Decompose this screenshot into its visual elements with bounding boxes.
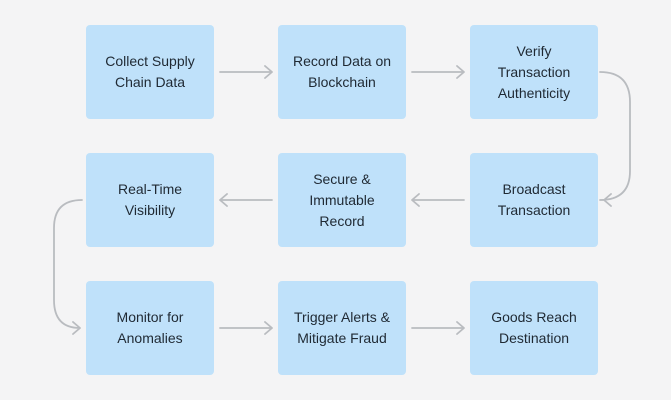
- arrow-s4-s5: [411, 193, 465, 207]
- step-label: Real-Time Visibility: [117, 181, 183, 218]
- step-real-time-visibility: Real-Time Visibility: [86, 153, 214, 247]
- arrow-s3-s4: [599, 71, 631, 207]
- arrow-s6-s7: [53, 199, 83, 335]
- step-label: Collect Supply Chain Data: [105, 53, 195, 90]
- step-label: Record Data on Blockchain: [292, 53, 392, 90]
- step-label: Broadcast Transaction: [497, 181, 571, 218]
- step-broadcast-transaction: Broadcast Transaction: [470, 153, 598, 247]
- arrow-s7-s8: [219, 321, 273, 335]
- step-monitor-for-anomalies: Monitor for Anomalies: [86, 281, 214, 375]
- step-label: Verify Transaction Authenticity: [497, 42, 571, 101]
- step-label: Monitor for Anomalies: [116, 309, 184, 346]
- step-secure-immutable-record: Secure & Immutable Record: [278, 153, 406, 247]
- step-trigger-alerts-mitigate-fraud: Trigger Alerts & Mitigate Fraud: [278, 281, 406, 375]
- arrow-s2-s3: [411, 65, 465, 79]
- arrow-s8-s9: [411, 321, 465, 335]
- arrow-s1-s2: [219, 65, 273, 79]
- arrow-s5-s6: [219, 193, 273, 207]
- step-record-data-on-blockchain: Record Data on Blockchain: [278, 25, 406, 119]
- step-goods-reach-destination: Goods Reach Destination: [470, 281, 598, 375]
- step-label: Trigger Alerts & Mitigate Fraud: [294, 309, 390, 346]
- step-verify-transaction-authenticity: Verify Transaction Authenticity: [470, 25, 598, 119]
- step-label: Secure & Immutable Record: [309, 170, 375, 229]
- step-collect-supply-chain-data: Collect Supply Chain Data: [86, 25, 214, 119]
- step-label: Goods Reach Destination: [491, 309, 577, 346]
